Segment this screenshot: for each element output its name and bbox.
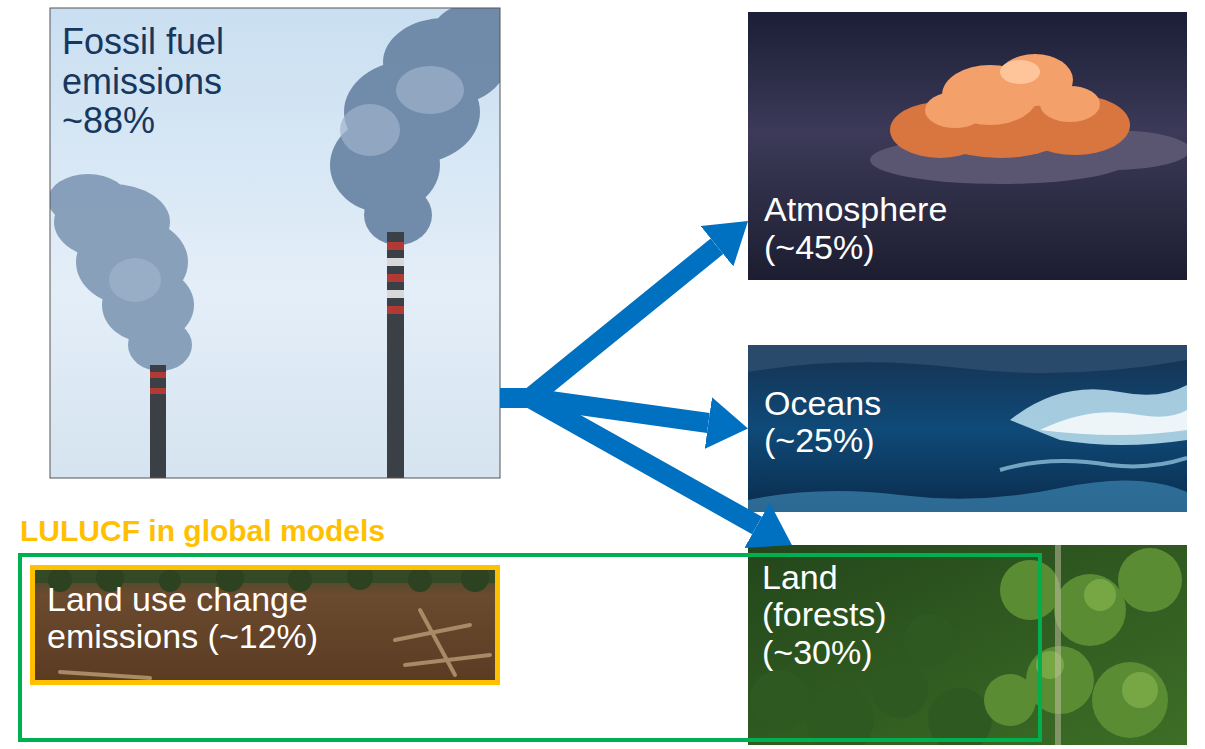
node-label: Oceans (~25%): [764, 385, 984, 460]
group-heading: LULUCF in global models: [20, 514, 385, 547]
photo-frame: [50, 8, 500, 478]
ocean-sink-box: Oceans (~25%): [748, 345, 1187, 512]
node-label: Fossil fuel emissions ~88%: [62, 22, 292, 141]
land-use-change-box: LULUCF in global modelsLand use change e…: [30, 565, 500, 685]
atmosphere-sink-box: Atmosphere (~45%): [748, 12, 1187, 280]
forest-photo: [748, 545, 1187, 745]
land-sink-box: Land (forests) (~30%): [748, 545, 1187, 745]
emission-source-box: Fossil fuel emissions ~88%: [50, 8, 500, 478]
node-label: Land use change emissions (~12%): [47, 581, 377, 656]
flow-arrow: [500, 246, 717, 398]
node-label: Land (forests) (~30%): [762, 559, 937, 671]
smokestack-photo: [50, 8, 500, 478]
deforestation-photo: [30, 565, 500, 685]
lulucf-region-outline: [20, 555, 1040, 740]
node-label: Atmosphere (~45%): [764, 191, 994, 266]
flow-arrow: [500, 398, 757, 525]
cloud-photo: [748, 12, 1187, 280]
ocean-photo: [748, 345, 1187, 512]
